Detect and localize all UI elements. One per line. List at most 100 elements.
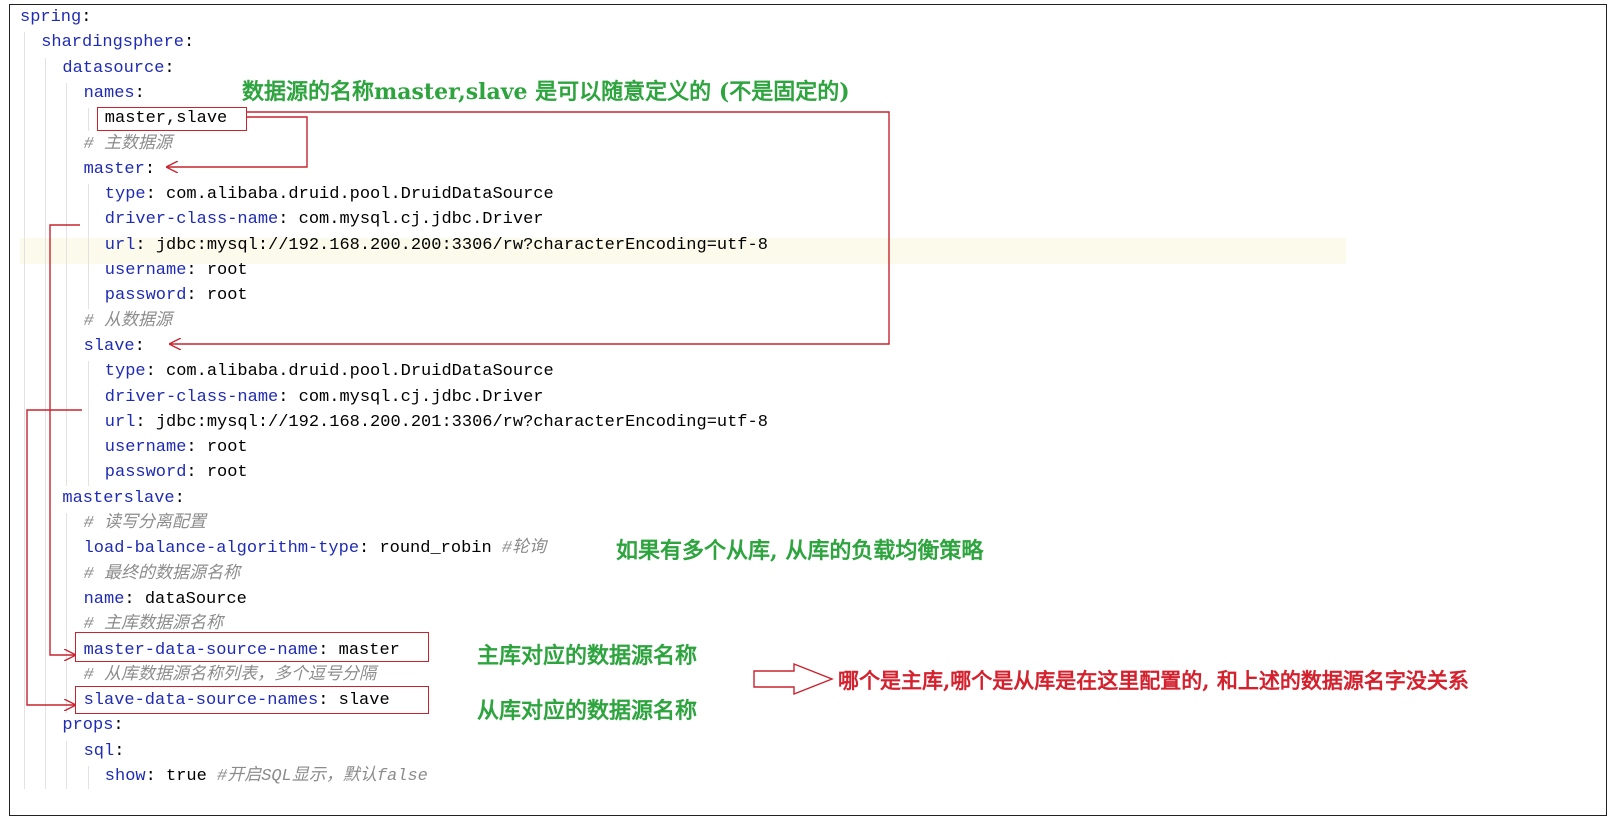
screenshot-frame: spring:shardingsphere:datasource:names:m… <box>9 4 1607 816</box>
code-key: username <box>104 261 187 280</box>
names-value-box <box>97 107 247 131</box>
code-key: sql <box>83 741 115 761</box>
code-line: username: root <box>105 435 248 461</box>
code-sep: : <box>278 387 299 407</box>
code-sep: : <box>145 767 167 786</box>
code-sep: : <box>134 83 145 103</box>
code-line: props: <box>62 713 123 739</box>
code-sep: : <box>144 159 156 179</box>
code-key: load-balance-algorithm-type <box>83 539 360 559</box>
annotation-balance-note: 如果有多个从库, 从库的负载均衡策略 <box>616 538 984 564</box>
code-line: show: true #开启SQL显示，默认false <box>105 764 428 790</box>
code-value: com.mysql.cj.jdbc.Driver <box>298 210 544 230</box>
yaml-code-editor[interactable]: spring:shardingsphere:datasource:names:m… <box>10 5 1606 815</box>
code-key: url <box>104 235 136 255</box>
code-line: shardingsphere: <box>41 30 194 56</box>
arrow-to-slave <box>170 111 890 344</box>
code-sep: : <box>145 185 167 205</box>
code-value: dataSource <box>144 589 247 609</box>
code-comment: # 从库数据源名称列表，多个逗号分隔 <box>83 665 376 685</box>
code-line: master-data-source-name: master <box>84 638 400 664</box>
code-line: names: <box>84 81 145 107</box>
code-key: driver-class-name <box>104 387 279 407</box>
code-line: url: jdbc:mysql://192.168.200.200:3306/r… <box>105 233 768 259</box>
code-key: masterslave <box>62 488 175 508</box>
master-data-source-name-box <box>75 632 429 662</box>
current-line-highlight <box>20 238 1346 264</box>
code-line: # 主数据源 <box>84 132 172 158</box>
code-key: datasource <box>62 58 165 78</box>
code-line: datasource: <box>62 56 174 82</box>
code-value: root <box>206 286 248 306</box>
code-key: props <box>62 716 114 736</box>
code-value: com.mysql.cj.jdbc.Driver <box>298 387 544 407</box>
code-key: names <box>83 83 135 103</box>
annotation-names-note: 数据源的名称master,slave 是可以随意定义的 (不是固定的) <box>242 79 850 105</box>
code-value: jdbc:mysql://192.168.200.200:3306/rw?cha… <box>155 235 768 255</box>
code-value: root <box>206 438 248 458</box>
arrow-to-master <box>167 116 308 167</box>
code-line: master: <box>84 157 155 183</box>
code-value: round_robin <box>379 539 502 559</box>
code-key: type <box>104 185 146 205</box>
annotation-master-note: 主库对应的数据源名称 <box>477 643 698 669</box>
code-key: name <box>83 589 125 609</box>
code-sep: : <box>318 691 339 711</box>
code-value: jdbc:mysql://192.168.200.201:3306/rw?cha… <box>155 412 768 432</box>
code-line: # 从库数据源名称列表，多个逗号分隔 <box>84 663 376 689</box>
code-line: driver-class-name: com.mysql.cj.jdbc.Dri… <box>105 385 544 411</box>
code-value: true <box>166 767 218 786</box>
indent-guide <box>66 82 68 486</box>
indent-guide <box>45 57 47 790</box>
code-key: master-data-source-name <box>83 640 319 660</box>
indent-guide <box>87 361 89 486</box>
code-line: sql: <box>84 739 125 765</box>
code-line: type: com.alibaba.druid.pool.DruidDataSo… <box>105 359 554 385</box>
code-line: slave: <box>84 334 145 360</box>
indent-guide <box>87 766 89 790</box>
code-key: password <box>104 286 187 306</box>
code-key: master <box>83 159 145 179</box>
code-line: load-balance-algorithm-type: round_robin… <box>84 536 546 562</box>
code-comment: # 读写分离配置 <box>83 514 206 533</box>
code-sep: : <box>134 336 145 356</box>
code-key: type <box>104 362 146 382</box>
code-sep: : <box>135 235 156 255</box>
code-line: password: root <box>105 460 248 486</box>
code-line: # 读写分离配置 <box>84 511 206 537</box>
code-value: root <box>206 261 248 280</box>
code-comment: # 主数据源 <box>83 134 172 154</box>
code-sep: : <box>359 539 380 559</box>
code-sep: : <box>186 261 207 280</box>
code-key: url <box>104 412 136 432</box>
code-line: username: root <box>105 258 248 284</box>
code-key: shardingsphere <box>41 33 185 53</box>
code-line: spring: <box>20 5 91 31</box>
code-line: masterslave: <box>62 486 184 512</box>
code-sep: : <box>113 716 124 736</box>
code-sep: : <box>135 412 156 432</box>
indent-guide <box>87 108 89 132</box>
indent-guide <box>24 32 25 790</box>
code-sep: : <box>278 210 299 230</box>
arrow-slave-to-config <box>26 409 82 705</box>
code-sep: : <box>81 8 92 27</box>
hollow-arrow-icon <box>753 662 834 696</box>
code-sep: : <box>186 438 207 458</box>
code-line: master,slave <box>105 106 227 132</box>
code-sep: : <box>124 589 145 609</box>
code-sep: : <box>145 362 167 382</box>
code-sep: : <box>174 488 185 508</box>
code-line: driver-class-name: com.mysql.cj.jdbc.Dri… <box>105 207 544 233</box>
indent-guide <box>87 184 89 309</box>
code-value: master <box>338 640 400 660</box>
code-line: slave-data-source-names: slave <box>84 688 390 714</box>
annotation-slave-note: 从库对应的数据源名称 <box>477 698 698 724</box>
code-key: username <box>104 438 187 458</box>
code-line: # 主库数据源名称 <box>84 612 223 638</box>
code-key: show <box>104 767 146 786</box>
code-key: driver-class-name <box>104 210 279 230</box>
code-value: com.alibaba.druid.pool.DruidDataSource <box>166 362 554 382</box>
code-sep: : <box>114 741 125 761</box>
code-value: slave <box>338 691 390 711</box>
